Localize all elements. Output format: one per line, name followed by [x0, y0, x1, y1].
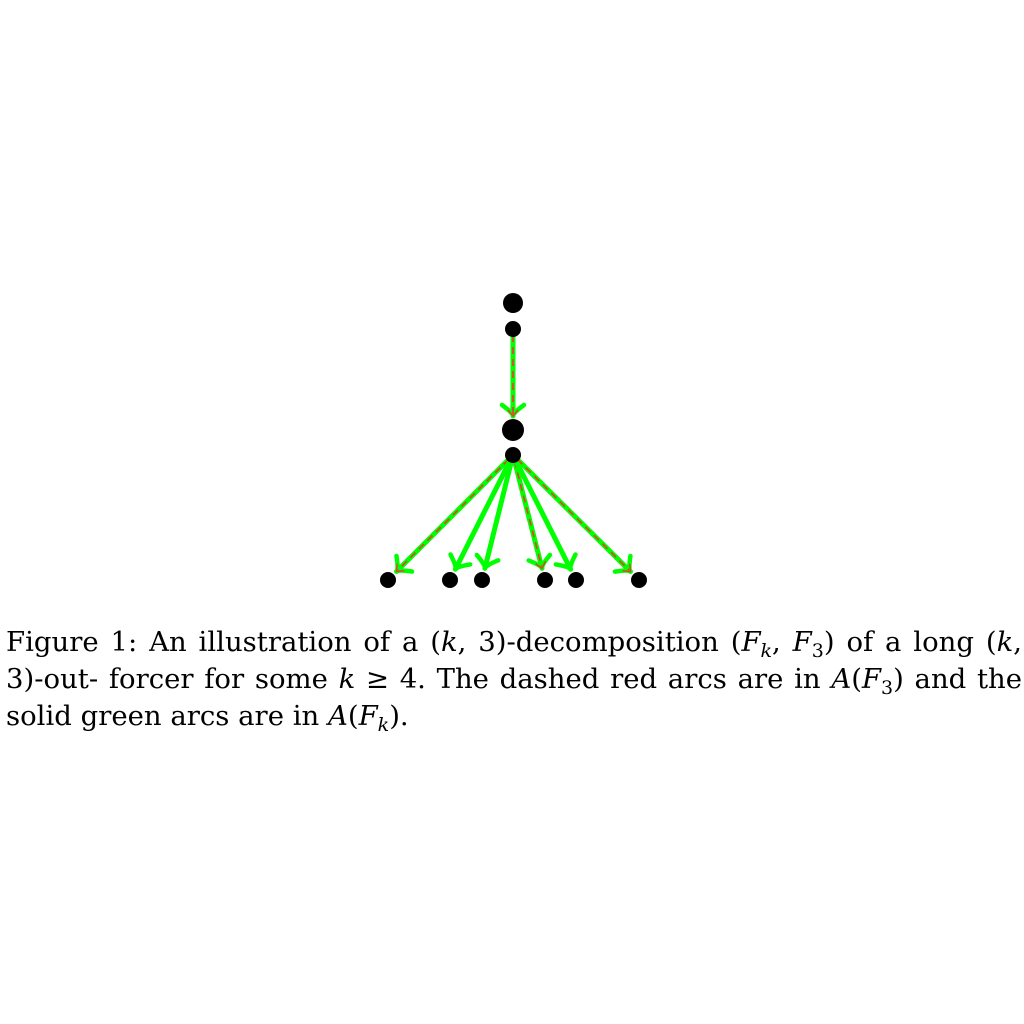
vertex-b5 [568, 572, 584, 588]
arc-v2-b1 [393, 456, 512, 575]
math-subscript-k: k [377, 714, 390, 736]
math-F: F [792, 626, 812, 658]
math-subscript-3: 3 [811, 640, 824, 662]
caption-text-7: ( [851, 663, 862, 695]
figure-caption: Figure 1: An illustration of a (k, 3)-de… [6, 624, 1022, 735]
vertex-b6 [631, 572, 647, 588]
arrowhead-icon [622, 563, 632, 573]
vertex-layer [380, 293, 647, 588]
caption-text-4: ) of a long ( [823, 626, 997, 658]
math-F: F [861, 663, 882, 695]
math-subscript-k: k [760, 640, 773, 662]
arc-v1-mid [499, 332, 527, 419]
caption-text-8: ) and the solid green arcs are in [6, 663, 1022, 732]
arc-v2-b5 [513, 457, 578, 572]
decomposition-diagram [380, 293, 647, 588]
math-k: k [996, 626, 1014, 658]
vertex-b1 [380, 572, 396, 588]
arrowhead-icon [448, 552, 473, 571]
arc-v2-b2 [448, 457, 513, 572]
caption-text-6: ≥ 4. The dashed red arcs are in [355, 663, 832, 695]
dashed-red-arc [516, 458, 630, 571]
dashed-red-arc [397, 458, 510, 571]
caption-text-1: An illustration of a ( [149, 626, 441, 658]
vertex-v2 [505, 447, 521, 463]
vertex-v1 [505, 321, 521, 337]
caption-text-10: ). [389, 700, 409, 732]
vertex-b3 [474, 572, 490, 588]
caption-label: Figure 1: [6, 626, 138, 658]
arc-v2-b4 [511, 458, 553, 571]
math-A: A [327, 700, 348, 732]
solid-green-arc [513, 457, 574, 572]
caption-text-3: , [772, 626, 793, 658]
vertex-b4 [537, 572, 553, 588]
math-A: A [831, 663, 852, 695]
arrowhead-icon [395, 563, 405, 573]
math-F: F [358, 700, 378, 732]
caption-text-2: , 3)-decomposition ( [457, 626, 742, 658]
caption-text-5: , 3)-out- forcer for some [6, 626, 1022, 695]
arc-v2-b6 [514, 456, 633, 575]
math-subscript-3: 3 [881, 677, 894, 699]
vertex-b2 [442, 572, 458, 588]
solid-green-arc [482, 458, 515, 571]
arcs-layer [393, 332, 633, 575]
dashed-red-arc [513, 460, 543, 567]
arc-v2-b3 [474, 458, 515, 571]
solid-green-arc [452, 457, 513, 572]
arrowhead-icon [535, 561, 547, 570]
caption-text-9: ( [347, 700, 359, 732]
vertex-top [503, 293, 523, 313]
math-k: k [338, 663, 356, 695]
arrowhead-icon [553, 552, 578, 571]
arrowhead-icon [507, 409, 519, 418]
math-F: F [741, 626, 761, 658]
math-k: k [440, 626, 458, 658]
vertex-mid [502, 419, 524, 441]
